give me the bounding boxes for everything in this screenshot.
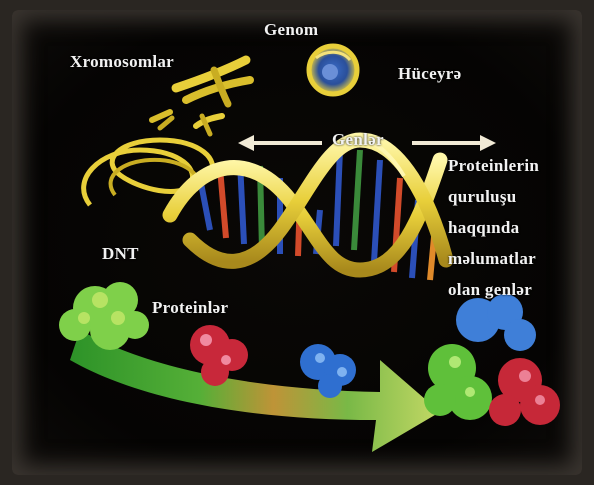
note-line: haqqında xyxy=(448,212,539,243)
note-line: məlumatlar xyxy=(448,243,539,274)
note-line: Proteinlerin xyxy=(448,150,539,181)
protein-complex-icon xyxy=(424,294,560,426)
label-genome: Genom xyxy=(264,20,318,40)
protein-cluster-icon xyxy=(59,282,149,350)
label-dna: DNT xyxy=(102,244,139,264)
protein-gene-note: Proteinlerin quruluşu haqqında məlumatla… xyxy=(448,150,539,305)
cell-icon xyxy=(309,46,357,94)
note-line: olan genlər xyxy=(448,274,539,305)
note-line: quruluşu xyxy=(448,181,539,212)
label-genes: Genlər xyxy=(332,130,384,150)
label-chromosomes: Xromosomlar xyxy=(70,52,174,72)
process-arrow xyxy=(70,330,440,452)
label-proteins: Proteinlər xyxy=(152,298,228,318)
label-cell: Hüceyrə xyxy=(398,64,461,84)
